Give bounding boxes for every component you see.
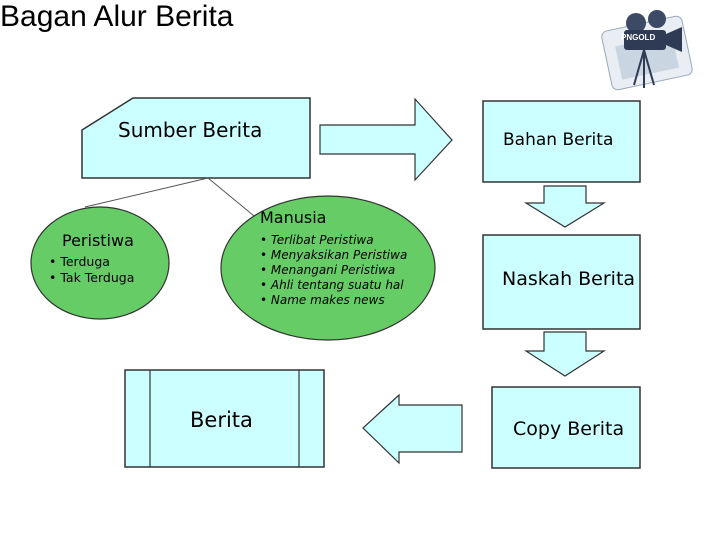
list-item: Terduga	[49, 254, 134, 270]
naskah-berita-label: Naskah Berita	[502, 268, 635, 290]
arrow-down	[526, 332, 604, 376]
film-camera-logo-icon: PNGOLD	[601, 10, 694, 91]
bahan-berita-label: Bahan Berita	[503, 130, 613, 150]
list-item: Terlibat Peristiwa	[260, 233, 407, 248]
peristiwa-title: Peristiwa	[62, 231, 134, 250]
berita-label: Berita	[190, 408, 253, 432]
list-item: Ahli tentang suatu hal	[260, 278, 407, 293]
logo-text: PNGOLD	[621, 33, 655, 42]
peristiwa-list: Terduga Tak Terduga	[49, 254, 134, 286]
manusia-title: Manusia	[260, 208, 326, 227]
arrow-down	[526, 186, 604, 227]
manusia-list: Terlibat Peristiwa Menyaksikan Peristiwa…	[260, 233, 407, 308]
list-item: Menangani Peristiwa	[260, 263, 407, 278]
list-item: Name makes news	[260, 293, 407, 308]
arrow-left	[363, 395, 462, 463]
arrow-right	[320, 99, 452, 180]
copy-berita-label: Copy Berita	[513, 418, 624, 440]
list-item: Menyaksikan Peristiwa	[260, 248, 407, 263]
sumber-berita-label: Sumber Berita	[118, 118, 262, 142]
connector-line	[85, 178, 208, 207]
list-item: Tak Terduga	[49, 270, 134, 286]
